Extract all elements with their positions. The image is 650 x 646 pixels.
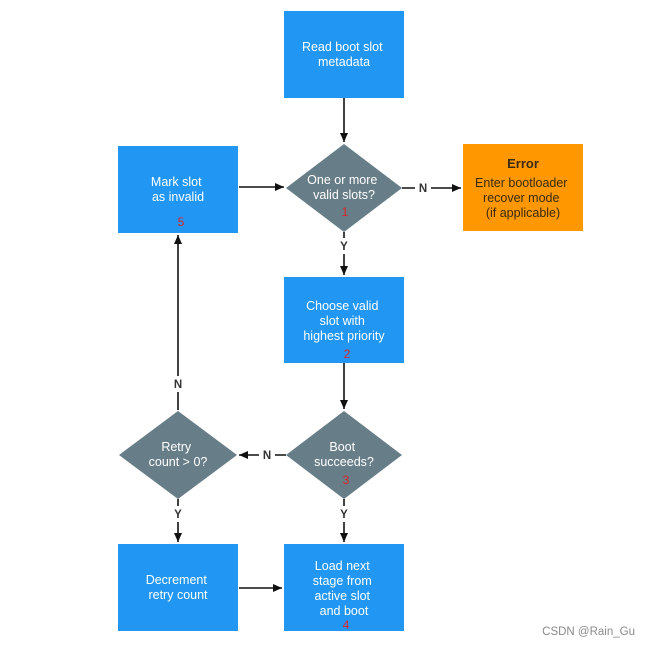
mark-invalid-line-1: Mark slot (151, 175, 202, 189)
step-number-5: 5 (178, 215, 185, 229)
decrement-line-2: retry count (148, 588, 208, 602)
node-error: Error Enter bootloader recover mode (if … (463, 144, 583, 231)
watermark: CSDN @Rain_Gu (542, 626, 635, 638)
node-retry-count-decision: Retry count > 0? (119, 411, 237, 499)
svg-text:Choose valid slot with: Choose valid slot with highest priority (303, 299, 385, 343)
svg-text:Mark slot as invalid: Mark slot as invalid (151, 175, 205, 204)
boot-succeeds-line-1: Boot (329, 440, 355, 454)
node-boot-succeeds-decision: Boot succeeds? 3 (286, 411, 402, 499)
step-number-1: 1 (342, 205, 349, 219)
boot-succeeds-line-2: succeeds? (314, 455, 374, 469)
svg-text:Read boot slot metadata: Read boot slot metadata (302, 40, 386, 69)
choose-slot-line-1: Choose valid (306, 299, 378, 313)
edge-label-retry-yes: Y (174, 509, 182, 521)
error-line-1: Enter bootloader (475, 176, 567, 190)
node-load-next: Load next stage from active slot and boo… (284, 544, 404, 632)
edge-label-retry-no: N (174, 379, 182, 391)
choose-slot-line-3: highest priority (303, 329, 385, 343)
svg-text:Retry count > 0?: Retry count > 0? (149, 440, 208, 469)
node-decrement: Decrement retry count (118, 544, 238, 631)
error-title: Error (507, 156, 539, 171)
node-choose-slot: Choose valid slot with highest priority … (284, 277, 404, 363)
load-next-line-1: Load next (315, 559, 370, 573)
valid-slots-line-2: valid slots? (313, 188, 375, 202)
svg-text:One or more valid slots?: One or more valid slots? (307, 173, 381, 202)
retry-count-line-2: count > 0? (149, 455, 208, 469)
mark-invalid-line-2: as invalid (152, 190, 204, 204)
load-next-line-2: stage from (313, 574, 372, 588)
step-number-4: 4 (343, 618, 350, 632)
node-mark-invalid: Mark slot as invalid 5 (118, 146, 238, 233)
valid-slots-line-1: One or more (307, 173, 377, 187)
svg-text:Decrement retry count: Decrement retry count (146, 573, 211, 602)
step-number-3: 3 (343, 473, 350, 487)
edge-label-valid-yes: Y (340, 241, 348, 253)
read-metadata-line-1: Read boot slot (302, 40, 383, 54)
step-number-2: 2 (344, 347, 351, 361)
read-metadata-line-2: metadata (318, 55, 370, 69)
svg-text:Load next stage from: Load next stage from active slot and boo… (313, 559, 376, 618)
svg-text:Enter bootloader recover: Enter bootloader recover mode (if applic… (475, 176, 571, 220)
node-valid-slots-decision: One or more valid slots? 1 (286, 144, 402, 232)
choose-slot-line-2: slot with (320, 314, 365, 328)
retry-count-line-1: Retry (161, 440, 192, 454)
error-line-2: recover mode (483, 191, 559, 205)
load-next-line-4: and boot (320, 604, 369, 618)
edge-labels: N Y N Y Y N (170, 180, 431, 522)
svg-text:Boot succeeds?: Boot succeeds? (314, 440, 374, 469)
error-line-3: (if applicable) (486, 206, 560, 220)
node-read-metadata: Read boot slot metadata (284, 11, 404, 98)
edge-label-boot-yes: Y (340, 509, 348, 521)
edge-label-boot-no: N (263, 450, 271, 462)
edge-label-valid-no: N (419, 183, 427, 195)
load-next-line-3: active slot (314, 589, 370, 603)
decrement-line-1: Decrement (146, 573, 208, 587)
